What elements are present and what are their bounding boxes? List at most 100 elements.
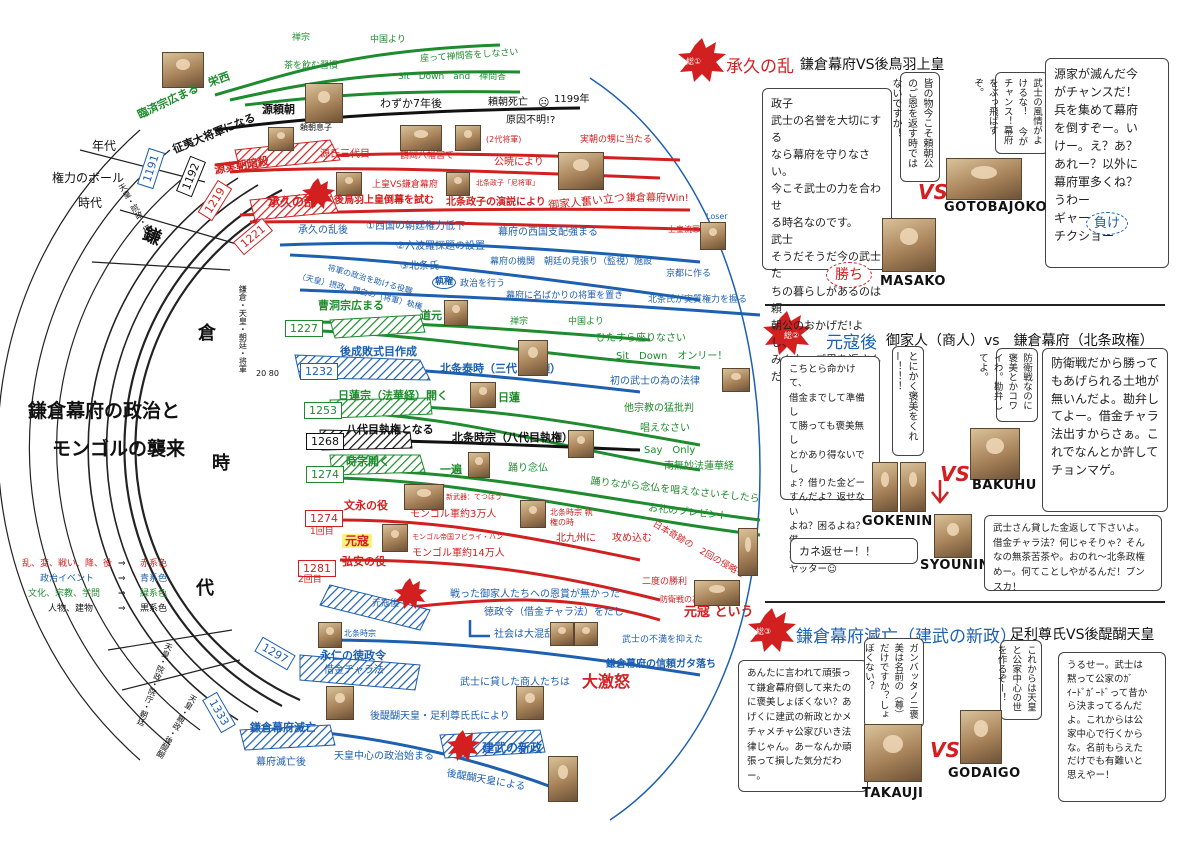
label-yasutoki: 北条泰時（三代目執権）	[440, 362, 561, 375]
legend-left-2: 政治イベント	[40, 574, 95, 584]
label-dogen: 道元	[420, 309, 442, 322]
label-fuman: 武士の不満を抑えた	[622, 635, 704, 645]
ring-nums: 20 80	[256, 369, 279, 378]
label-kai1: 1回目	[310, 527, 334, 537]
legend-right-1: 赤系色	[140, 559, 168, 569]
panel1-win-label: 勝ち	[826, 262, 872, 288]
panel3-left-name: TAKAUJI	[862, 786, 924, 801]
kamakura-char-4: 代	[196, 578, 214, 599]
label-metsubo: 鎌倉幕府滅亡	[250, 721, 316, 734]
portrait-sanetomo	[558, 152, 604, 190]
panel2-gokenin-bubble: こちとら命かけて、 借金までして準備し て勝っても褒美無し とかあり得ないでし …	[780, 356, 880, 575]
label-zensyu: 禅宗	[292, 33, 311, 43]
label-jishu: 時宗開く	[346, 455, 390, 468]
panel1-title: 承久の乱	[726, 57, 794, 77]
year-1268: 1268	[306, 433, 344, 450]
legend-left-4: 人物、建物	[48, 604, 94, 614]
label-jokyu-ruined: 上皇流罪	[668, 225, 700, 234]
portrait-masako-small	[446, 172, 470, 196]
blue-branches	[279, 241, 761, 792]
legend-left-1: 乱、変、戦い、降、役	[22, 559, 113, 569]
label-attack: 攻め込む	[612, 533, 652, 544]
portrait-kublai	[382, 524, 408, 552]
panel1-badge: 総①	[686, 57, 702, 66]
label-onsho: 戦った御家人たちへの恩賞が無かった	[450, 589, 620, 600]
panel2-vs: VS	[940, 462, 970, 486]
label-tonae: 唱えなさい	[640, 423, 690, 434]
image-mongol-ships	[694, 580, 740, 606]
label-genkogo: 元寇後	[372, 599, 400, 609]
label-1199: 1199年	[554, 94, 590, 105]
panel3-vs: VS	[930, 738, 960, 762]
panel1-gotoba-bubble: 源家が滅んだ今 がチャンスだ！ 兵を集めて幕府 を倒すぞー。い けー。え？あ？ …	[1045, 58, 1169, 268]
label-konran: 社会は大混乱	[494, 629, 554, 640]
label-sa: 茶を飲む習慣	[284, 61, 339, 71]
legend-right-3: 緑系色	[140, 589, 168, 599]
label-chugoku: 中国より	[370, 35, 406, 45]
legend-arrow-4: ⇒	[118, 604, 126, 614]
label-bunei: 文永の役	[344, 499, 388, 512]
image-tetsuhau	[404, 484, 444, 510]
label-chugoku2: 中国より	[568, 317, 604, 327]
portrait-tokimune-2	[520, 500, 546, 528]
portrait-dogen	[444, 300, 468, 326]
green-branches	[214, 43, 761, 537]
label-masako-speech: 北条政子の演説により	[446, 197, 546, 208]
portrait-gotoba-small	[336, 172, 362, 196]
panel1-masako-bubble: 政子 武士の名誉を大切にする なら幕府を守りなさい。 今こそ武士の力を合わせ る…	[762, 88, 892, 383]
label-jokyu: 承久の乱	[268, 195, 317, 209]
label-kyushu: 北九州に	[556, 533, 596, 544]
page-title-line2: モンゴルの襲来	[52, 438, 186, 460]
label-shikken: ③北条氏	[400, 261, 439, 272]
label-win: 鎌倉幕府Win!	[626, 193, 689, 204]
label-nami-shogun: 幕府に名ばかりの将軍を置き	[506, 291, 624, 301]
panel2-shonin-bubble: 武士さん貸した金返して下さいよ。借金チャラ法？何じゃそりゃ？そんなの無茶苦茶や。…	[984, 515, 1162, 593]
label-nisshi: (2代将軍)	[486, 135, 522, 144]
label-soto: 曹洞宗広まる	[318, 299, 384, 312]
label-sitdown2: Sit Down オンリー！	[616, 351, 728, 362]
label-shibo: 頼朝死亡	[488, 97, 528, 108]
portrait-gokenin-2	[900, 462, 926, 512]
label-genji: 源氏三代目	[320, 149, 370, 160]
label-gotoba-kamakura: 上皇VS鎌倉幕府	[372, 180, 438, 190]
portrait-yoritomo-son	[268, 127, 294, 151]
label-sitdown1: Sit Down and 禅問答	[398, 72, 507, 82]
panel1-vertical-bubble: 皆の物今こそ頼朝公のご恩を返す時ではないですか！	[890, 72, 940, 182]
label-odori: 踊り念仏	[508, 463, 548, 474]
axis-kenryoku: 権力のボール	[52, 171, 125, 185]
portrait-godaigo-small	[326, 686, 354, 720]
label-shikken3: 政治を行う	[460, 279, 506, 289]
label-jokyu-after: 承久の乱後	[298, 225, 348, 236]
ring-text-2: 鎌倉・天皇・朝廷・将軍	[238, 285, 248, 373]
portrait-takauji	[864, 724, 922, 782]
label-rokuhara: ②六波羅探題の設置	[396, 241, 485, 252]
portrait-godaigo	[960, 710, 1002, 764]
portrait-gotoba-loser	[700, 222, 726, 250]
label-gen-in: 原因不明!?	[506, 115, 556, 126]
label-shin-buki: 新武器：てつはう	[446, 493, 502, 501]
label-genko-iu: 元寇 という	[684, 605, 754, 620]
label-nichiren-p: 日蓮	[498, 391, 520, 404]
panel3-right-name: GODAIGO	[948, 766, 1021, 781]
image-hachimangu	[400, 125, 442, 151]
label-zen2: 禅宗	[510, 317, 529, 327]
panel2-badge: 総②	[784, 331, 800, 340]
panel3-vert-b: これからは天皇と公家中心の世を作るぞー！	[996, 640, 1042, 720]
panel2-bakuhu-name: BAKUHU	[972, 478, 1037, 493]
panel2-syounin-name: SYOUNIN	[920, 558, 991, 573]
panel2-bakuhu-bubble: 防衛戦だから勝って もあげられる土地が 無いんだよ。勘弁し てよー。借金チャラ …	[1042, 348, 1168, 512]
label-tokusei: 徳政令（借金チャラ法）をだし	[484, 607, 624, 618]
label-yoritomo: 源頼朝	[262, 103, 295, 116]
label-wazuka: わずか7年後	[380, 97, 442, 110]
label-tokimune-tag: 北条時宗 執権の時	[550, 508, 593, 528]
kamakura-char-2: 倉	[198, 323, 216, 344]
panel1-vs: VS	[918, 180, 948, 204]
portrait-gotoba	[946, 158, 1022, 200]
year-1253: 1253	[304, 402, 342, 419]
panel3-subtitle: 足利尊氏VS後醍醐天皇	[1010, 627, 1155, 643]
legend-left-3: 文化、宗教、学問	[28, 589, 101, 599]
label-defend2: 二度の勝利	[642, 577, 688, 587]
skull-icon: ☹	[538, 96, 550, 109]
portrait-yasutoki	[518, 340, 548, 376]
